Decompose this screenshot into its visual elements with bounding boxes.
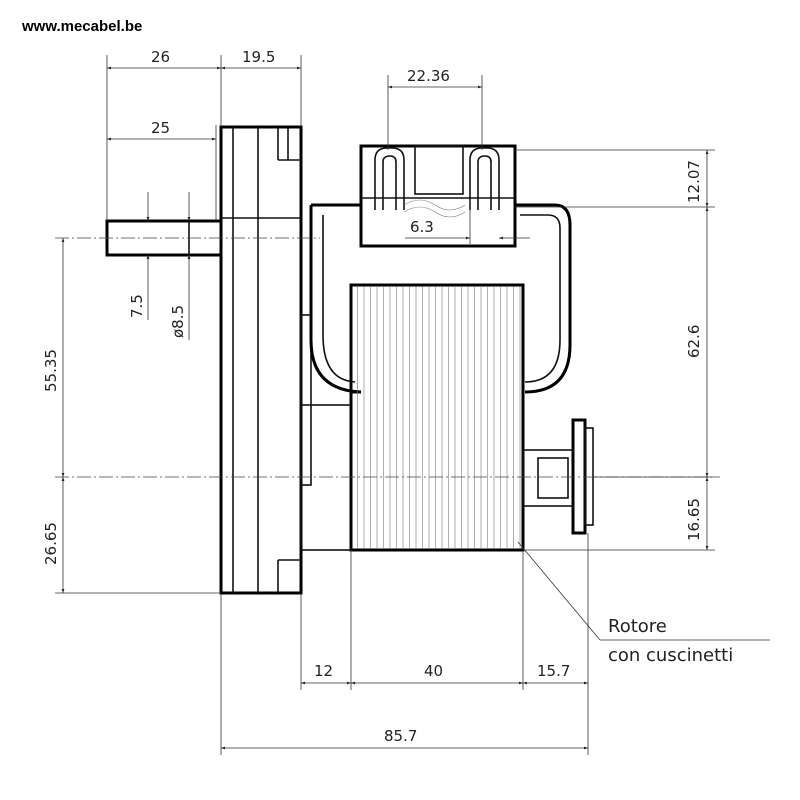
rotor-hub: [522, 418, 594, 535]
dim-25: 25: [151, 119, 170, 137]
dim-15-7: 15.7: [537, 662, 570, 680]
terminal-block: [359, 144, 517, 248]
dim-22-36: 22.36: [407, 67, 450, 85]
motor-coil: [349, 283, 525, 552]
website-label: www.mecabel.be: [21, 18, 142, 35]
dim-55-35: 55.35: [42, 349, 60, 392]
dim-40: 40: [424, 662, 443, 680]
dim-8-5: ø8.5: [169, 305, 187, 338]
dim-7-5: 7.5: [128, 294, 146, 318]
dim-6-3: 6.3: [410, 218, 434, 236]
dim-19-5: 19.5: [242, 48, 275, 66]
housing-step: [300, 314, 352, 551]
dim-12-07: 12.07: [685, 160, 703, 203]
dimension-lines: [55, 55, 770, 755]
dim-85-7: 85.7: [384, 727, 417, 745]
dim-16-65: 16.65: [685, 498, 703, 541]
dim-26: 26: [151, 48, 170, 66]
annotation-rotor: Rotore: [608, 616, 667, 637]
gear-housing: [219, 125, 303, 595]
dim-62-6: 62.6: [685, 325, 703, 358]
dim-12: 12: [314, 662, 333, 680]
coil-winding-lines: [357, 287, 521, 548]
annotation-bearings: con cuscinetti: [608, 645, 733, 666]
dim-26-65: 26.65: [42, 522, 60, 565]
